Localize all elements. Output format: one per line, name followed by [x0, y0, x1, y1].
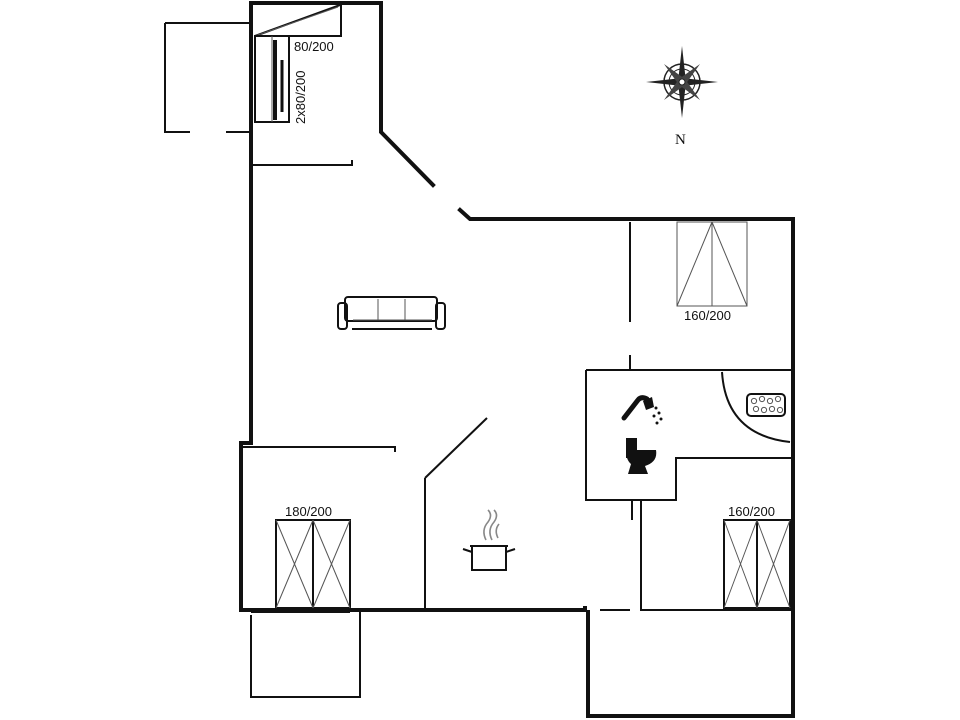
bunk-side-label: 2x80/200	[293, 71, 308, 125]
bed-left-label: 180/200	[285, 504, 332, 519]
bunk-bed	[254, 4, 342, 123]
shower-icon	[621, 395, 663, 425]
compass-rose-icon	[646, 46, 718, 118]
bed-top-right	[676, 221, 748, 307]
bed-top-right-label: 160/200	[684, 308, 731, 323]
cooking-pot-icon	[462, 509, 516, 571]
bathtub-icon	[746, 393, 786, 417]
bed-right	[723, 519, 791, 609]
north-label: N	[675, 132, 686, 148]
bunk-top-label: 80/200	[294, 39, 334, 54]
sofa-icon	[337, 296, 446, 330]
bed-left	[275, 519, 351, 609]
bed-right-label: 160/200	[728, 504, 775, 519]
toilet-icon	[626, 438, 657, 474]
walls	[164, 1, 795, 718]
